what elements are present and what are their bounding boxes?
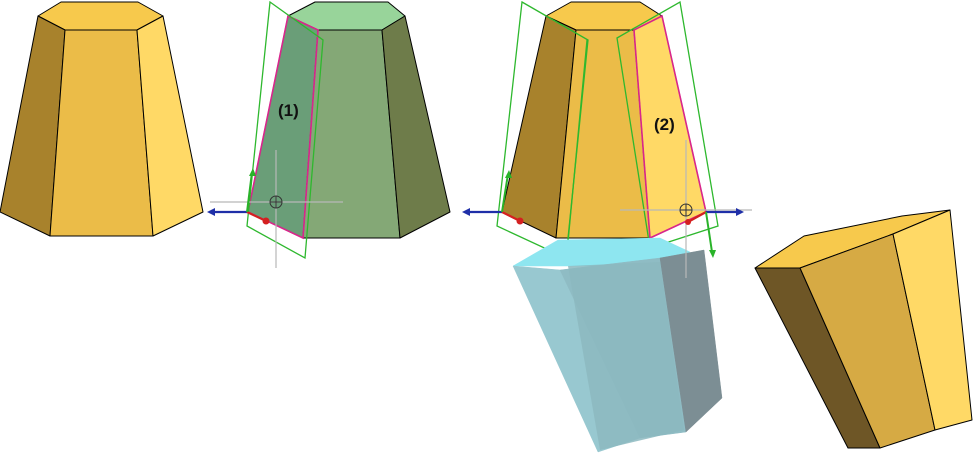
coordinate-triad-icon (685, 208, 744, 258)
solid-copy-preview (512, 237, 723, 453)
callout-label-2: (2) (654, 115, 675, 134)
copy-front-face-2 (568, 262, 684, 450)
crosshair-cursor-icon (620, 140, 752, 278)
crosshair-cursor-icon (210, 150, 343, 268)
frustum-right-face (136, 15, 204, 237)
plane-edge-inner (567, 39, 588, 243)
copy-right-face (659, 249, 723, 433)
callout-label-1: (1) (278, 101, 299, 120)
frustum-front-face (49, 29, 154, 237)
frustum-right-face (381, 15, 451, 239)
frustum-result (754, 209, 973, 449)
reference-plane (246, 0, 324, 260)
selected-face-outline (247, 14, 319, 240)
coordinate-triad-icon (462, 170, 524, 225)
frustum-editing: (2) (462, 0, 752, 453)
frustum-original (0, 1, 204, 237)
frustum-selected: (1) (207, 0, 451, 268)
reference-plane-right (616, 0, 719, 249)
coordinate-triad-icon (207, 168, 270, 225)
result-right-face (892, 209, 973, 431)
